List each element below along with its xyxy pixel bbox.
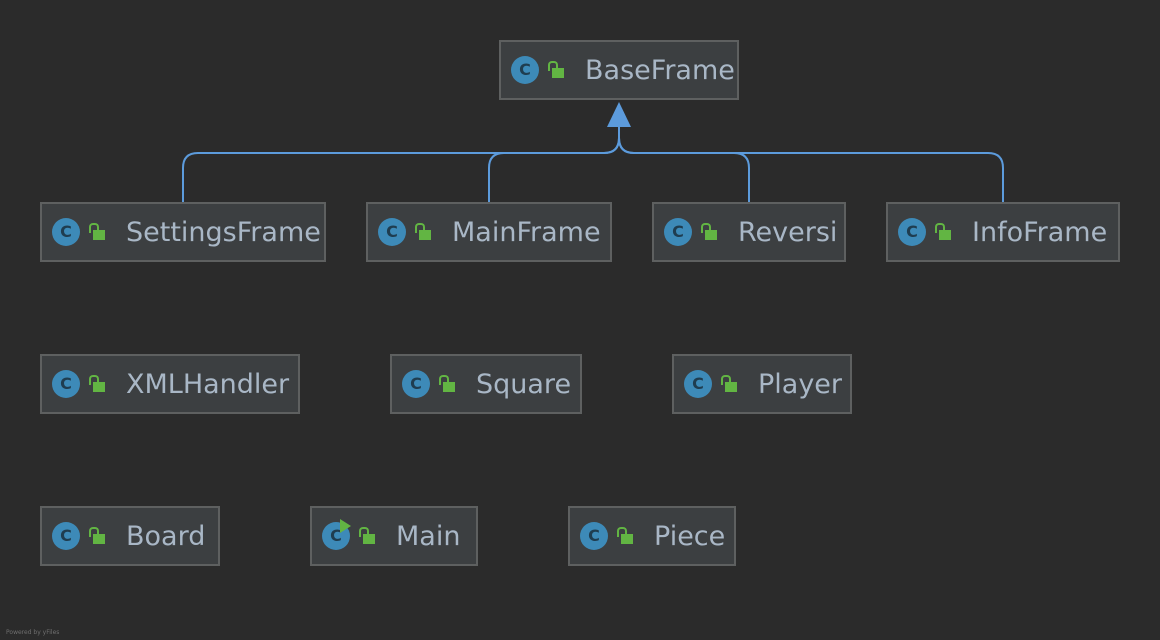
open-lock-icon <box>88 374 106 394</box>
class-icon: C <box>52 370 80 398</box>
class-name: Main <box>396 520 461 552</box>
edge-settingsframe-baseframe <box>182 127 620 203</box>
class-icon: C <box>511 56 539 84</box>
class-name: XMLHandler <box>126 368 290 400</box>
class-badge: C <box>378 218 406 246</box>
class-icon: C <box>378 218 406 246</box>
class-node-reversi[interactable]: C Reversi <box>652 202 846 262</box>
open-lock-icon <box>358 526 376 546</box>
class-node-settingsframe[interactable]: C SettingsFrame <box>40 202 326 262</box>
class-badge: C <box>52 522 80 550</box>
edge-infoframe-baseframe <box>618 127 1004 203</box>
class-name: MainFrame <box>452 216 601 248</box>
open-lock-icon <box>616 526 634 546</box>
class-node-mainframe[interactable]: C MainFrame <box>366 202 612 262</box>
open-lock-icon <box>700 222 718 242</box>
open-lock-icon <box>88 222 106 242</box>
class-badge: C <box>52 218 80 246</box>
class-name: Square <box>476 368 572 400</box>
class-name: Player <box>758 368 843 400</box>
powered-by-footer: Powered by yFiles <box>6 629 60 636</box>
class-icon: C <box>580 522 608 550</box>
class-icon: C <box>402 370 430 398</box>
class-node-player[interactable]: C Player <box>672 354 852 414</box>
class-node-piece[interactable]: C Piece <box>568 506 736 566</box>
class-node-xmlhandler[interactable]: C XMLHandler <box>40 354 300 414</box>
open-lock-icon <box>88 526 106 546</box>
class-badge: C <box>664 218 692 246</box>
open-lock-icon <box>934 222 952 242</box>
class-node-baseframe[interactable]: C BaseFrame <box>499 40 739 100</box>
edge-reversi-baseframe <box>618 127 750 203</box>
class-name: InfoFrame <box>972 216 1108 248</box>
class-badge: C <box>52 370 80 398</box>
class-node-square[interactable]: C Square <box>390 354 582 414</box>
class-node-board[interactable]: C Board <box>40 506 220 566</box>
class-badge: C <box>684 370 712 398</box>
inheritance-arrowhead <box>607 102 631 127</box>
class-name: SettingsFrame <box>126 216 321 248</box>
class-icon: C <box>322 519 351 550</box>
class-icon: C <box>898 218 926 246</box>
open-lock-icon <box>547 60 565 80</box>
open-lock-icon <box>414 222 432 242</box>
class-badge: C <box>511 56 539 84</box>
class-icon: C <box>684 370 712 398</box>
class-name: BaseFrame <box>585 54 735 86</box>
class-node-main[interactable]: C Main <box>310 506 478 566</box>
class-badge: C <box>402 370 430 398</box>
class-node-infoframe[interactable]: C InfoFrame <box>886 202 1120 262</box>
edge-mainframe-baseframe <box>488 127 620 203</box>
run-triangle-icon <box>340 519 351 533</box>
class-badge: C <box>580 522 608 550</box>
class-badge: C <box>898 218 926 246</box>
class-icon: C <box>52 218 80 246</box>
class-name: Reversi <box>738 216 838 248</box>
class-icon: C <box>664 218 692 246</box>
class-icon: C <box>52 522 80 550</box>
class-name: Piece <box>654 520 726 552</box>
open-lock-icon <box>720 374 738 394</box>
class-name: Board <box>126 520 206 552</box>
open-lock-icon <box>438 374 456 394</box>
